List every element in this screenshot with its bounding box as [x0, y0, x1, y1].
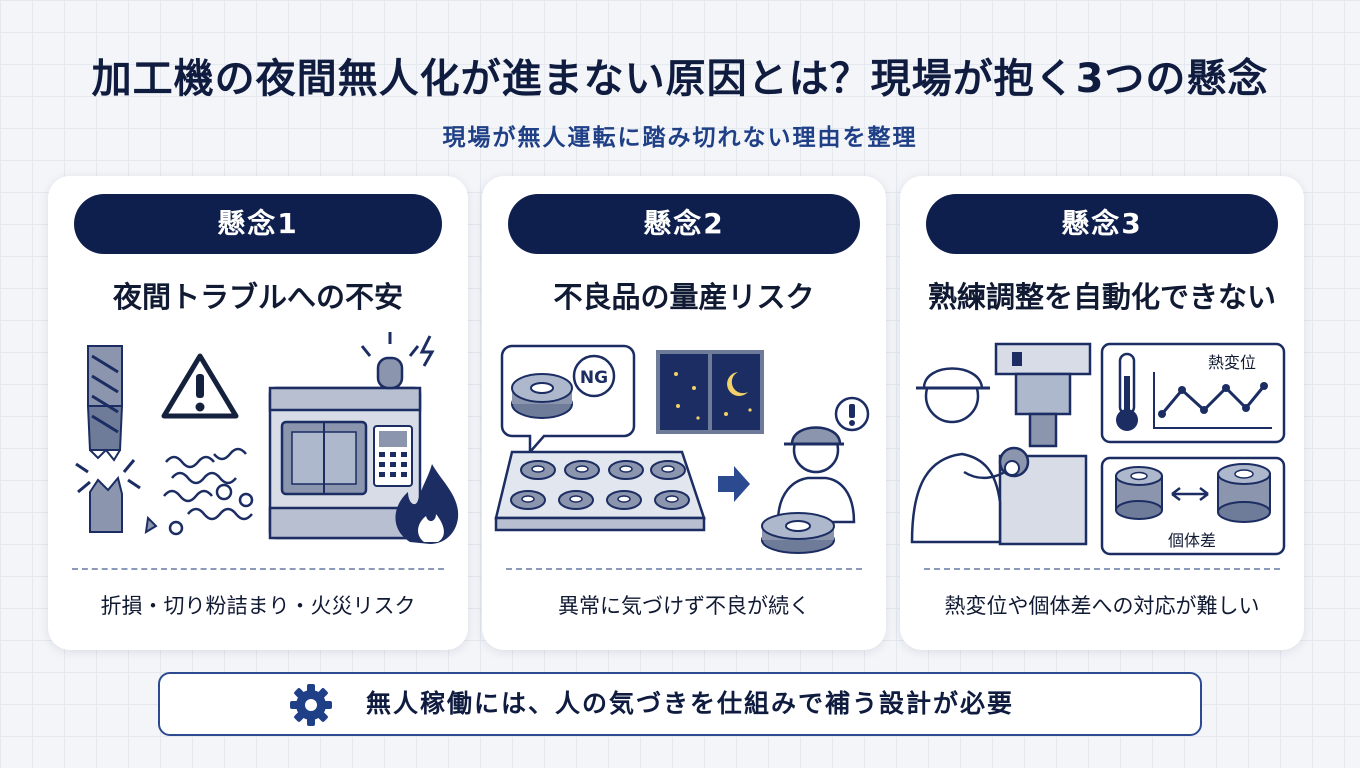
card-divider	[924, 568, 1280, 570]
concern-title-1: 夜間トラブルへの不安	[112, 280, 403, 314]
arrow-right-icon	[718, 466, 750, 502]
thermal-label: 熱変位	[1208, 353, 1256, 372]
card-divider	[72, 568, 444, 570]
concern-1-illustration	[75, 332, 459, 544]
line-graph-icon	[1153, 372, 1272, 429]
concern-card-2: 懸念2 不良品の量産リスク NG	[482, 176, 886, 650]
spindle-icon	[994, 342, 1092, 546]
exclamation-icon	[834, 396, 870, 432]
night-window-icon	[656, 350, 764, 434]
concern-badge-2: 懸念2	[508, 194, 860, 254]
concern-card-3: 懸念3 熟練調整を自動化できない 熱変位	[900, 176, 1304, 650]
card-divider	[506, 568, 862, 570]
variation-label: 個体差	[1168, 531, 1216, 550]
machining-center-icon	[268, 386, 422, 540]
thermometer-icon	[1116, 352, 1138, 431]
concern-2-illustration: NG	[494, 344, 870, 554]
concern-caption-3: 熱変位や個体差への対応が難しい	[944, 594, 1260, 618]
operator-icon	[910, 367, 1020, 544]
parts-tray-icon	[494, 450, 706, 532]
page-subtitle: 現場が無人運転に踏み切れない理由を整理	[442, 125, 918, 151]
fire-icon	[395, 464, 459, 544]
worker-icon	[776, 426, 856, 524]
alarm-light-icon	[360, 332, 435, 390]
concern-title-3: 熟練調整を自動化できない	[927, 280, 1276, 314]
broken-endmill-icon	[75, 345, 158, 534]
concern-caption-1: 折損・切り粉詰まり・火災リスク	[100, 594, 416, 618]
chips-icon	[163, 447, 254, 536]
conclusion-text: 無人稼働には、人の気づきを仕組みで補う設計が必要	[366, 689, 1015, 718]
concern-card-1: 懸念1 夜間トラブルへの不安	[48, 176, 468, 650]
conclusion-banner: 無人稼働には、人の気づきを仕組みで補う設計が必要	[158, 672, 1202, 736]
concern-title-2: 不良品の量産リスク	[553, 280, 815, 314]
warning-icon	[161, 353, 239, 419]
ng-label: NG	[580, 368, 608, 388]
concern-caption-2: 異常に気づけず不良が続く	[558, 594, 810, 618]
page-title: 加工機の夜間無人化が進まない原因とは？現場が抱く3つの懸念	[91, 56, 1269, 102]
concern-badge-3: 懸念3	[926, 194, 1278, 254]
gear-icon	[290, 684, 332, 726]
part-comparison-icon	[1115, 463, 1271, 523]
defective-part-icon: NG	[500, 344, 636, 456]
concern-3-illustration: 熱変位 個体差	[910, 342, 1286, 556]
concern-badge-1: 懸念1	[74, 194, 442, 254]
